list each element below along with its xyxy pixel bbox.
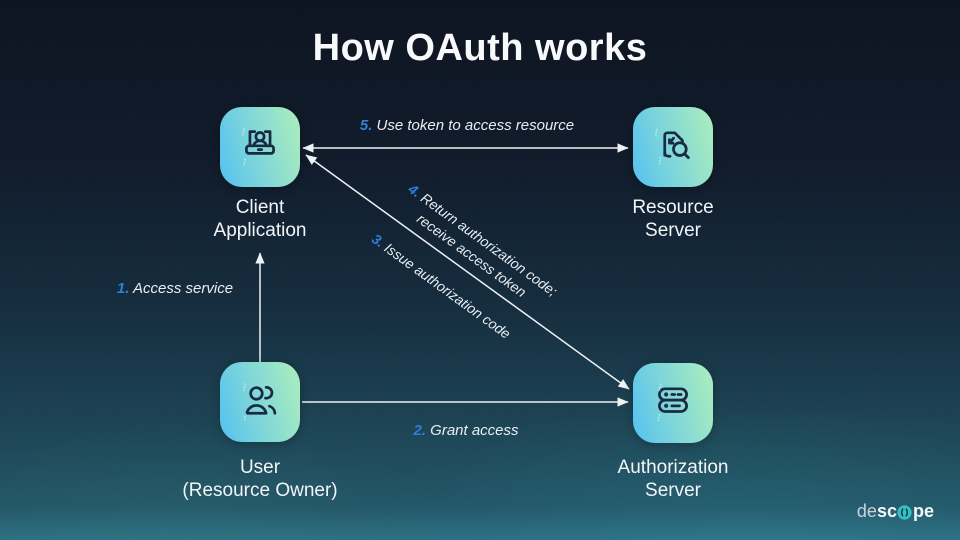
step-text: Use token to access resource — [376, 117, 575, 134]
node-label-line: Server — [645, 220, 701, 241]
arrow-label-1: 1. Access service — [75, 279, 275, 298]
node-label-line: User — [239, 457, 281, 478]
node-label-line: Resource — [632, 197, 714, 218]
node-label-resource-server: Resource Server — [563, 196, 783, 242]
logo-text-bold-1: sc — [876, 501, 897, 521]
node-label-user-resource-owner: User (Resource Owner) — [150, 456, 370, 502]
node-user-resource-owner — [220, 362, 300, 442]
step-number: 5. — [359, 117, 373, 134]
document-search-icon — [654, 128, 690, 166]
node-client-application — [220, 107, 300, 187]
descope-logo-o-icon — [897, 504, 913, 520]
step-number: 1. — [116, 280, 130, 297]
node-label-client-application: Client Application — [150, 196, 370, 242]
arrow-label-2: 2. Grant access — [366, 421, 566, 440]
page-title: How OAuth works — [312, 27, 648, 69]
node-label-line: Application — [213, 220, 307, 241]
node-authorization-server — [633, 363, 713, 443]
node-resource-server — [633, 107, 713, 187]
node-label-line: (Resource Owner) — [182, 480, 338, 501]
node-label-line: Server — [645, 480, 701, 501]
node-label-line: Authorization — [617, 457, 729, 478]
laptop-user-icon — [241, 127, 275, 167]
users-icon — [243, 383, 277, 421]
step-number: 2. — [413, 422, 426, 439]
logo-text-bold-2: pe — [912, 501, 934, 521]
step-text: Access service — [133, 280, 234, 297]
server-stack-icon — [657, 383, 688, 422]
arrow-label-5: 5. Use token to access resource — [317, 116, 617, 135]
step-text: Grant access — [430, 422, 519, 439]
node-label-line: Client — [235, 197, 285, 218]
arrow-3-4-line — [305, 154, 630, 390]
logo-text-light: de — [856, 501, 877, 521]
node-label-authorization-server: Authorization Server — [563, 456, 783, 502]
